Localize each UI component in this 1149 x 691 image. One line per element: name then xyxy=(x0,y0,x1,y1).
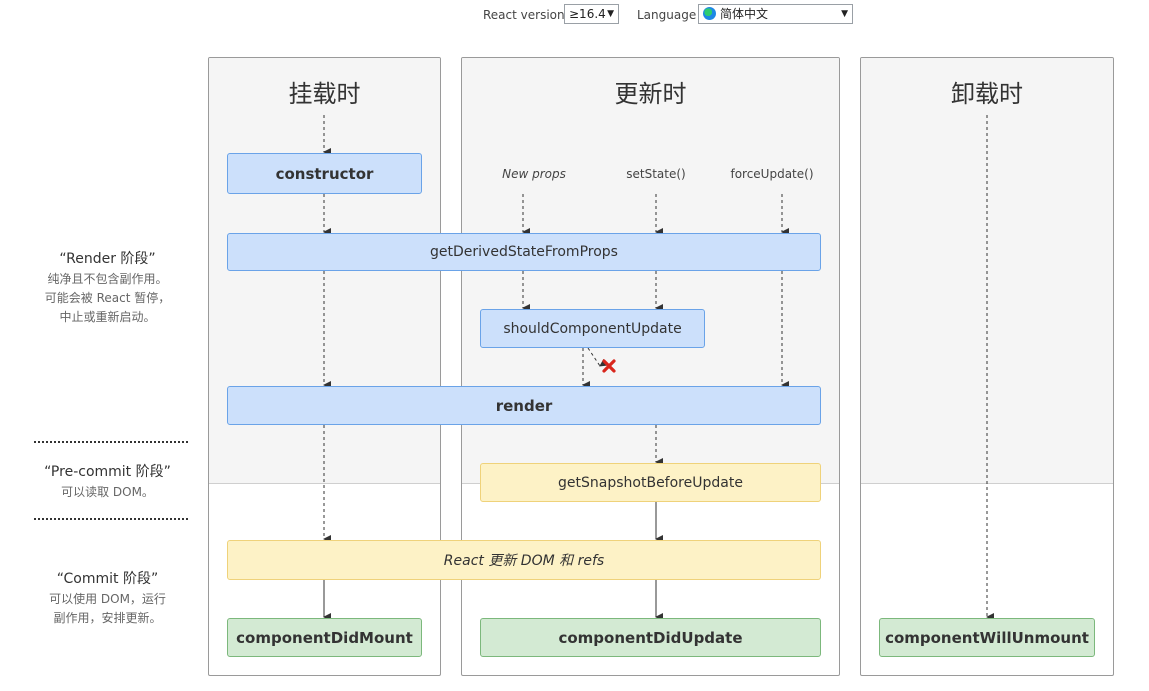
new-props-trigger: New props xyxy=(502,167,566,181)
commit-phase-title: “Commit 阶段” xyxy=(56,571,159,587)
force-update-trigger: forceUpdate() xyxy=(730,167,814,181)
react-version-label: React version xyxy=(483,8,565,22)
should-component-update-box[interactable]: shouldComponentUpdate xyxy=(480,309,705,348)
component-did-update-box[interactable]: componentDidUpdate xyxy=(480,618,821,657)
commit-phase-label: “Commit 阶段” 可以使用 DOM，运行 副作用，安排更新。 xyxy=(0,568,215,628)
render-box[interactable]: render xyxy=(227,386,821,425)
mounting-title: 挂载时 xyxy=(288,80,361,108)
x-mark-icon xyxy=(601,358,617,374)
globe-icon xyxy=(703,7,716,20)
get-derived-state-from-props-box[interactable]: getDerivedStateFromProps xyxy=(227,233,821,271)
updating-title: 更新时 xyxy=(614,80,687,108)
precommit-phase-label: “Pre-commit 阶段” 可以读取 DOM。 xyxy=(0,461,215,502)
dropdown-arrow-icon: ▼ xyxy=(841,9,848,19)
render-phase-label: “Render 阶段” 纯净且不包含副作用。 可能会被 React 暂停， 中止… xyxy=(0,248,215,327)
react-updates-dom-box: React 更新 DOM 和 refs xyxy=(227,540,821,580)
render-phase-title: “Render 阶段” xyxy=(59,251,156,267)
unmounting-title: 卸载时 xyxy=(951,80,1023,108)
language-value: 简体中文 xyxy=(720,7,769,21)
precommit-phase-desc: 可以读取 DOM。 xyxy=(61,485,154,499)
phase-divider xyxy=(34,441,188,443)
render-phase-desc: 纯净且不包含副作用。 可能会被 React 暂停， 中止或重新启动。 xyxy=(44,272,171,324)
language-label: Language xyxy=(637,8,697,22)
dropdown-arrow-icon: ▼ xyxy=(607,9,614,19)
set-state-trigger: setState() xyxy=(626,167,686,181)
precommit-phase-title: “Pre-commit 阶段” xyxy=(44,464,171,480)
react-version-value: ≥16.4 xyxy=(569,7,606,21)
phase-divider xyxy=(34,518,188,520)
constructor-box[interactable]: constructor xyxy=(227,153,422,194)
commit-phase-desc: 可以使用 DOM，运行 副作用，安排更新。 xyxy=(49,592,166,625)
get-snapshot-before-update-box[interactable]: getSnapshotBeforeUpdate xyxy=(480,463,821,502)
language-select[interactable]: 简体中文 ▼ xyxy=(698,4,853,24)
component-will-unmount-box[interactable]: componentWillUnmount xyxy=(879,618,1095,657)
react-version-select[interactable]: ≥16.4 ▼ xyxy=(564,4,619,24)
component-did-mount-box[interactable]: componentDidMount xyxy=(227,618,422,657)
